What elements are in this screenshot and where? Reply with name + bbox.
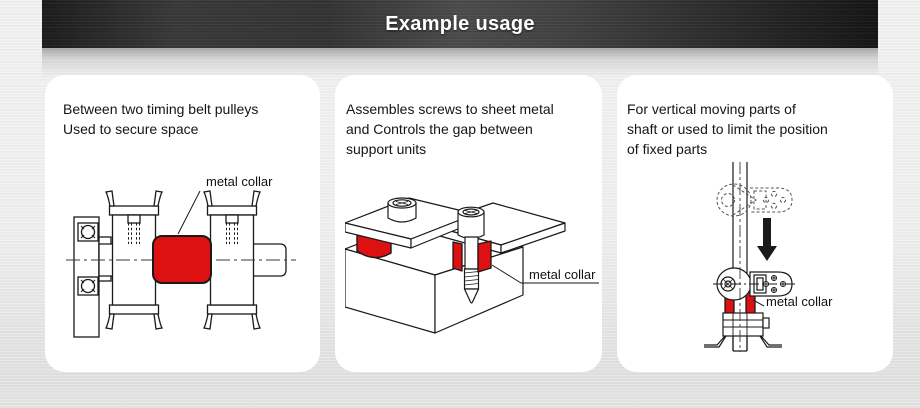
base-leg-right [759, 335, 782, 348]
page-title: Example usage [385, 12, 535, 35]
pulley-shaft-diagram: metal collar [66, 174, 296, 338]
metal-collar-highlight [152, 235, 212, 284]
text-line: and Controls the gap between [346, 121, 533, 137]
screw-assembly-diagram: metal collar [345, 197, 599, 334]
ball-bearing-top [77, 222, 99, 242]
header-bar: Example usage [42, 0, 878, 48]
panel-screws-sheet-metal: Assembles screws to sheet metal and Cont… [335, 75, 602, 372]
metal-collar-highlight [452, 240, 492, 273]
socket-head-cap-screw [457, 206, 485, 304]
socket-screw-head-left [387, 197, 417, 223]
clamp-ghost-position [716, 183, 793, 217]
mounting-base [704, 312, 782, 352]
vertical-shaft-diagram: metal collar [704, 162, 833, 352]
screw-tip [463, 288, 480, 304]
panel-vertical-shaft: For vertical moving parts of shaft or us… [617, 75, 893, 372]
text-line: shaft or used to limit the position [627, 121, 828, 137]
panel-description: Assembles screws to sheet metal and Cont… [346, 99, 594, 159]
collar-label: metal collar [766, 294, 833, 309]
text-line: Between two timing belt pulleys [63, 101, 259, 117]
leader-line [177, 190, 201, 235]
shaft-clamp [713, 267, 798, 301]
collar-label: metal collar [529, 267, 596, 282]
panel-timing-belt-pulleys: Between two timing belt pulleys Used to … [45, 75, 320, 372]
text-line: Assembles screws to sheet metal [346, 101, 554, 117]
text-line: For vertical moving parts of [627, 101, 796, 117]
ball-bearing-bottom [77, 276, 99, 296]
header-shadow [42, 48, 878, 78]
text-line: of fixed parts [627, 141, 708, 157]
panel-description: Between two timing belt pulleys Used to … [63, 99, 308, 139]
text-line: Used to secure space [63, 121, 199, 137]
base-leg-left [704, 335, 727, 348]
leader-line [491, 264, 599, 284]
text-line: support units [346, 141, 427, 157]
collar-label: metal collar [206, 174, 273, 189]
panel-description: For vertical moving parts of shaft or us… [627, 99, 885, 159]
arrow-down-icon [757, 218, 777, 261]
leader-line [752, 299, 765, 307]
